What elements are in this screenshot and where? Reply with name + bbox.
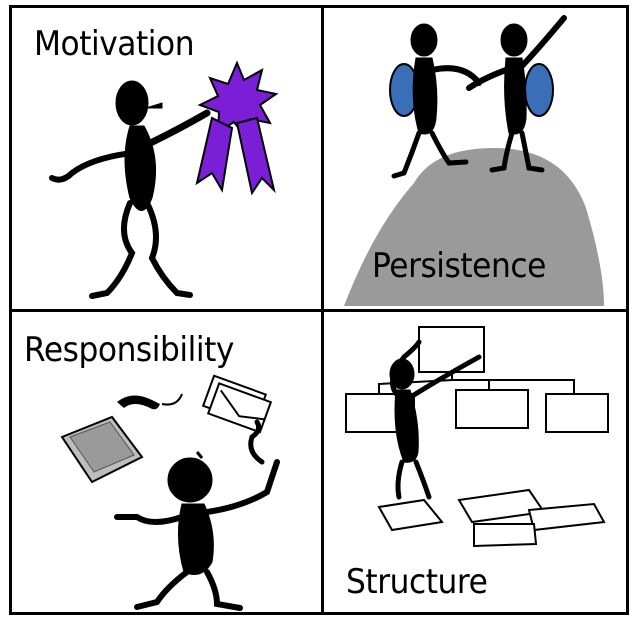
panel-persistence: Persistence — [324, 8, 634, 308]
panel-label-responsibility: Responsibility — [24, 330, 234, 370]
telephone-cord — [161, 393, 183, 406]
org-chart-icon — [345, 326, 609, 433]
keyboard-icon — [60, 415, 144, 484]
panel-label-structure: Structure — [346, 562, 488, 602]
juggling-figure — [114, 419, 280, 611]
motivation-illustration — [49, 60, 279, 299]
mountain-icon — [344, 148, 604, 306]
stick-figure — [49, 80, 211, 299]
scattered-papers-icon — [377, 488, 606, 548]
persistence-illustration — [344, 15, 604, 306]
backpack-icon-right — [524, 63, 554, 117]
telephone-icon — [117, 395, 160, 410]
ribbon-tail-right — [235, 116, 276, 196]
figure-holding-chart — [389, 339, 482, 500]
panel-structure: Structure — [324, 312, 634, 612]
two-hikers — [391, 15, 567, 179]
envelopes-icon — [201, 374, 273, 434]
responsibility-illustration — [60, 374, 280, 611]
ribbon-tail-left — [195, 116, 234, 193]
horizontal-divider — [9, 309, 629, 312]
structure-illustration — [345, 326, 609, 548]
panel-responsibility: Responsibility — [12, 312, 322, 612]
panel-label-motivation: Motivation — [34, 24, 195, 64]
panel-label-persistence: Persistence — [372, 246, 546, 286]
panel-motivation: Motivation — [12, 8, 322, 308]
